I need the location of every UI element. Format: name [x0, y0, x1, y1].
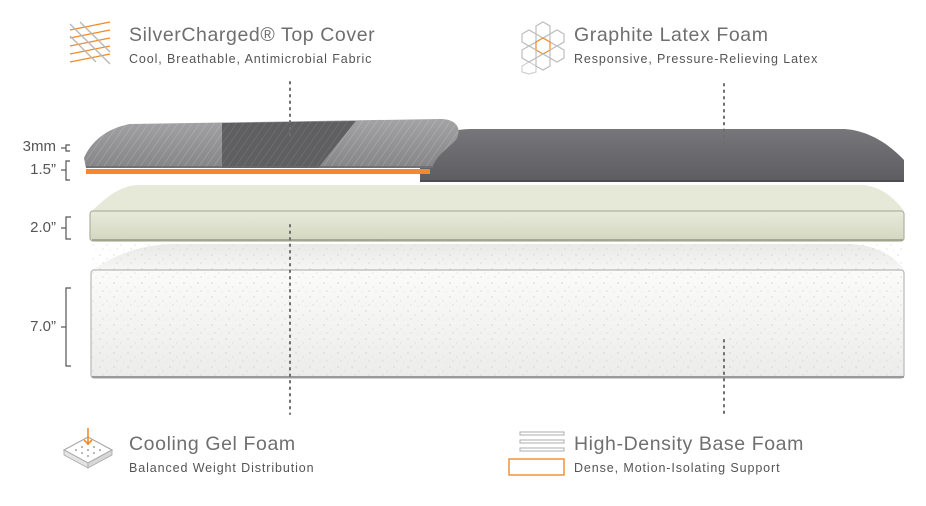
gel-foam-layer: [89, 185, 905, 242]
feature-subtitle: Cool, Breathable, Antimicrobial Fabric: [129, 52, 373, 66]
bracket-2-0: [65, 216, 71, 240]
leader-lines: [289, 81, 725, 415]
feature-subtitle: Responsive, Pressure-Relieving Latex: [574, 52, 819, 66]
feature-subtitle: Dense, Motion-Isolating Support: [574, 461, 781, 475]
feature-title: SilverCharged® Top Cover: [129, 24, 376, 46]
dimension-label-1-5: 1.5”: [30, 161, 56, 178]
bracket-1-5: [65, 160, 70, 181]
feature-title: Cooling Gel Foam: [129, 433, 296, 455]
base-foam-layer: [90, 244, 905, 379]
accent-strip: [86, 169, 430, 174]
graphite-latex-layer: [420, 129, 904, 182]
bracket-3mm: [65, 144, 70, 152]
top-cover-layer: [84, 119, 459, 168]
bracket-7-0: [65, 287, 71, 367]
feature-title: High-Density Base Foam: [574, 433, 804, 455]
gel-grid-icon: [62, 428, 114, 469]
dimension-brackets: [61, 144, 71, 367]
dimension-label-2-0: 2.0”: [30, 219, 56, 236]
dimension-label-7-0: 7.0”: [30, 318, 56, 335]
feature-subtitle: Balanced Weight Distribution: [129, 461, 315, 475]
stacked-layers-icon: [508, 431, 565, 476]
dimension-label-3mm: 3mm: [22, 138, 56, 155]
woven-fabric-icon: [69, 21, 111, 65]
honeycomb-icon: [521, 21, 565, 75]
feature-title: Graphite Latex Foam: [574, 24, 769, 46]
